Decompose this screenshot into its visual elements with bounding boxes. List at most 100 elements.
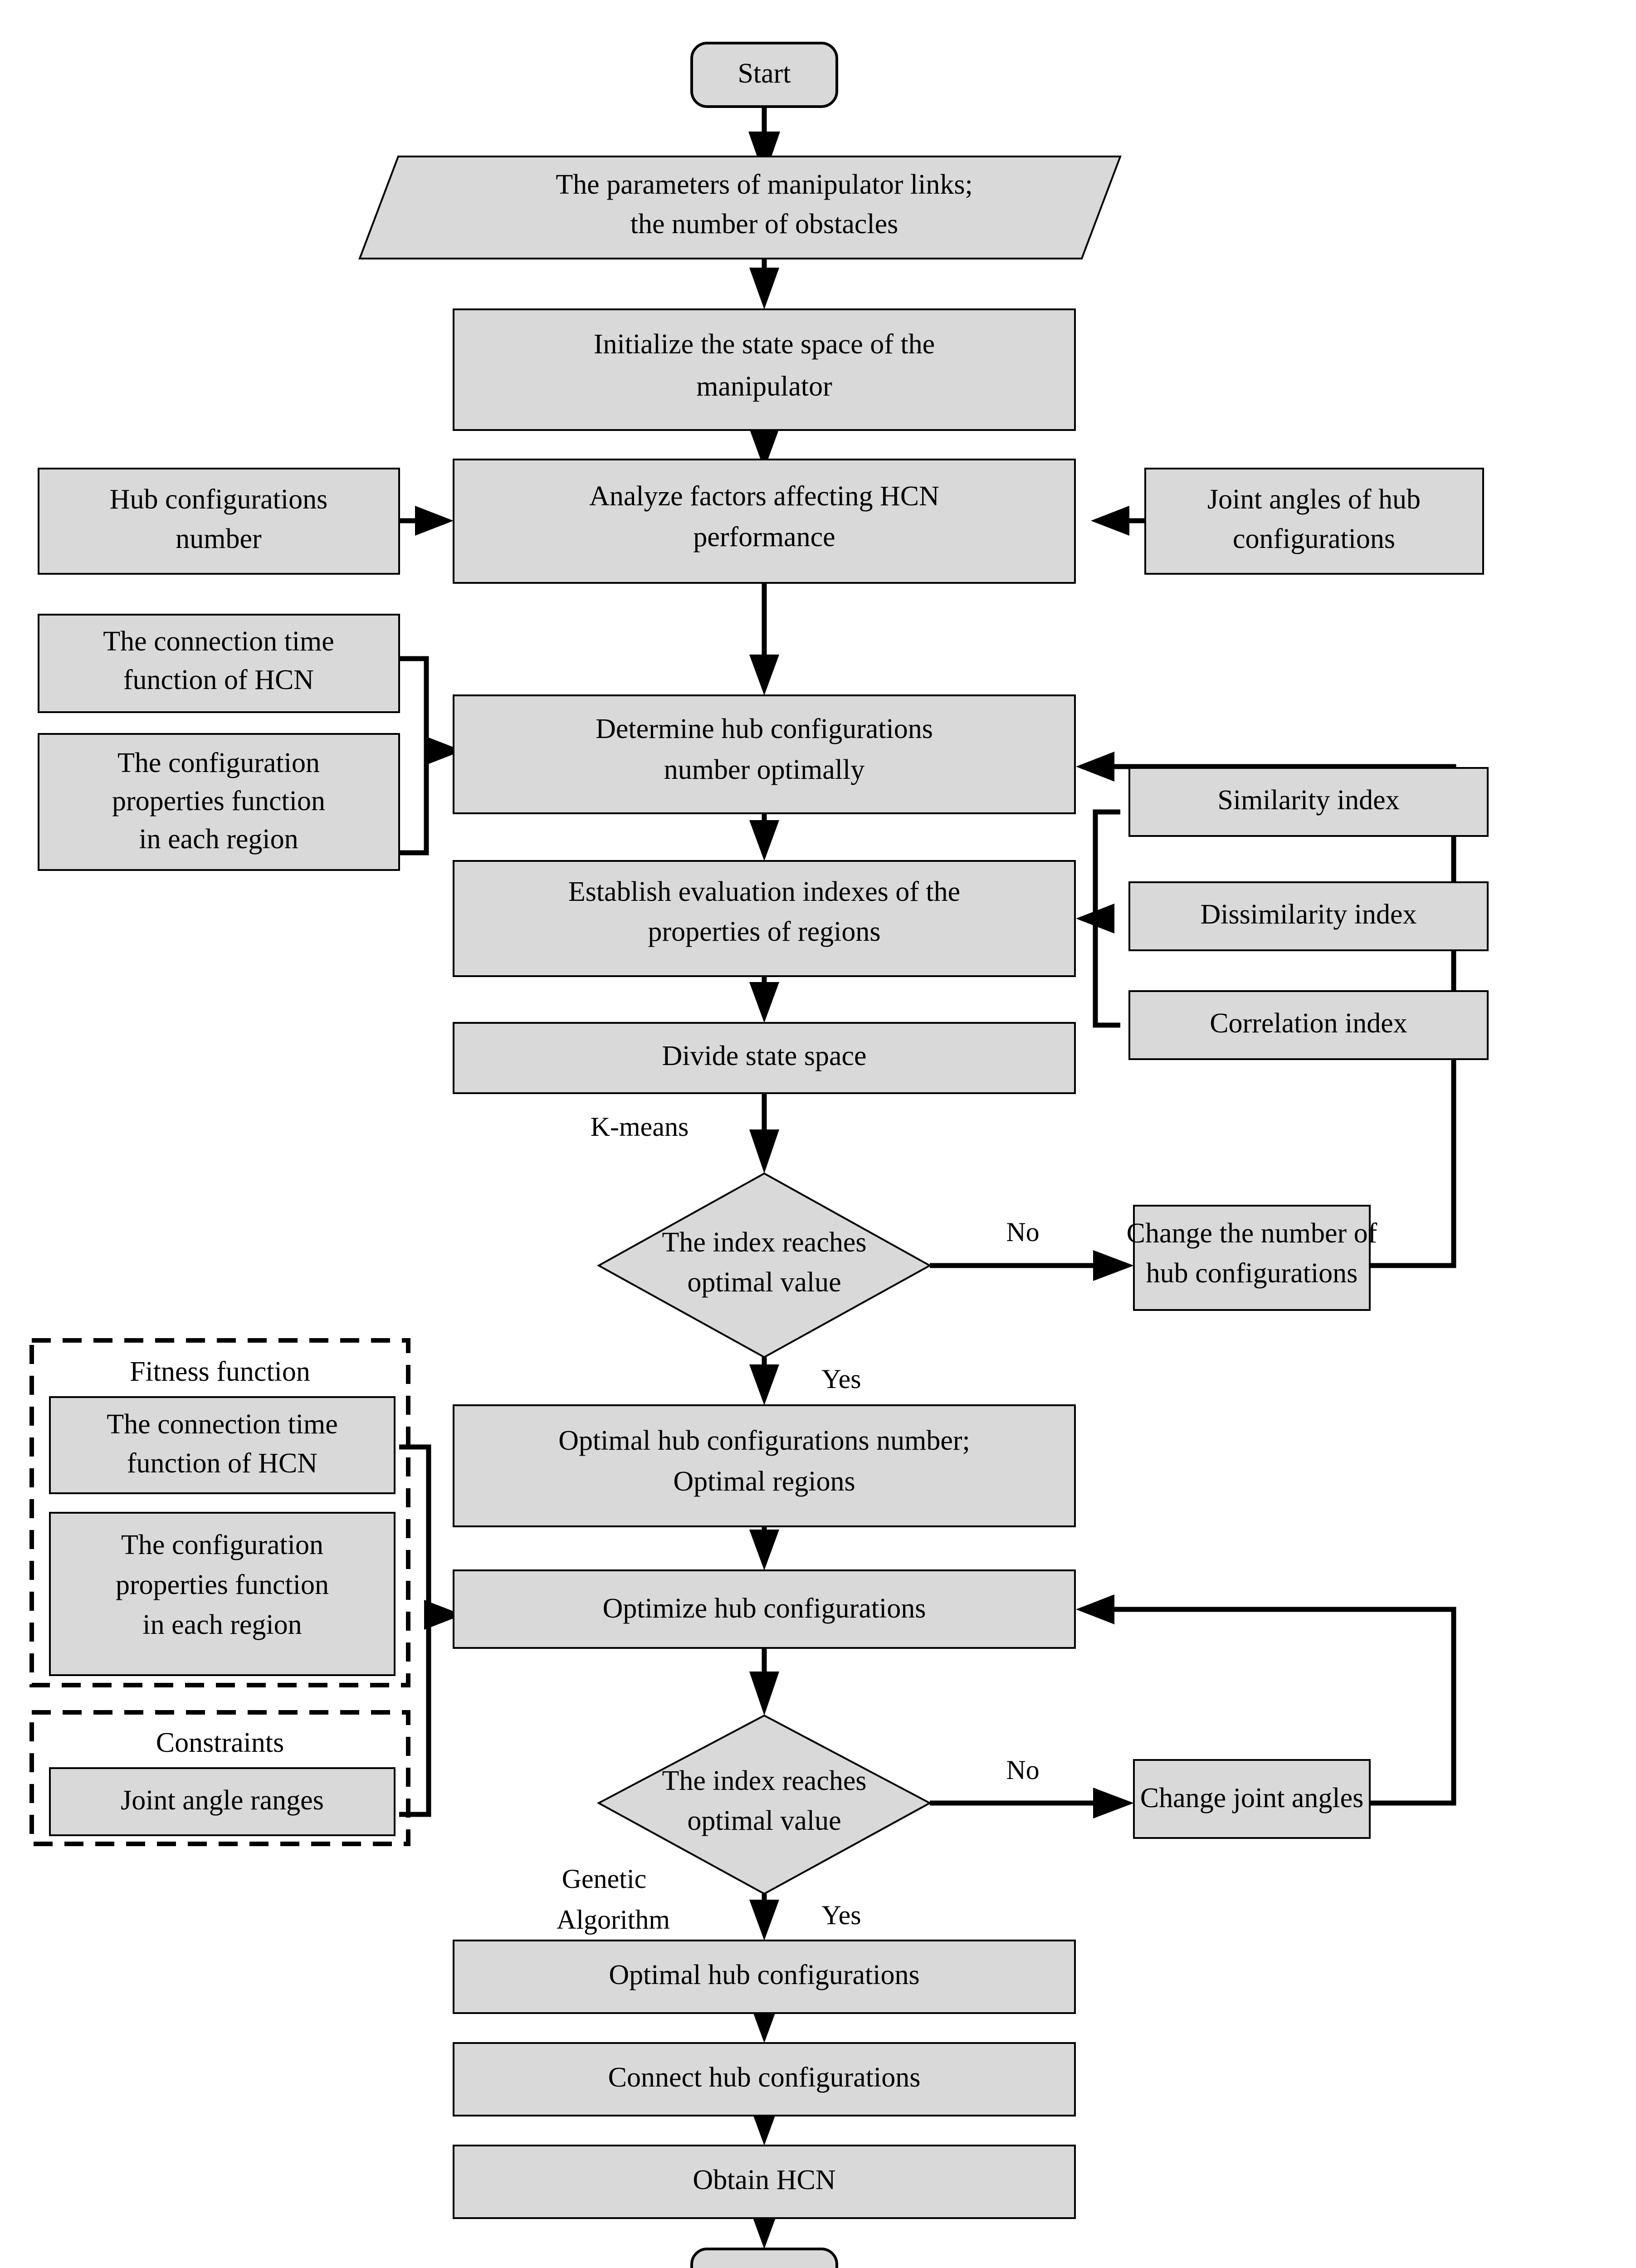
optimal-outputs-line1: Optimal hub configurations number; xyxy=(558,1425,970,1456)
establish-line1: Establish evaluation indexes of the xyxy=(568,876,960,907)
start-shape xyxy=(690,42,838,108)
arrowhead-fitness-to-optimize xyxy=(424,1600,463,1630)
node-hub-configurations-number[interactable]: Hub configurations number xyxy=(38,468,400,575)
node-change-number[interactable]: Change the number of hub configurations xyxy=(1127,1205,1377,1311)
node-initialize[interactable]: Initialize the state space of the manipu… xyxy=(453,308,1076,431)
dissimilarity-index-shape xyxy=(1128,881,1489,951)
end-label: End xyxy=(742,2264,787,2268)
hub-configurations-number-line1: Hub configurations xyxy=(110,484,327,515)
arrowhead-changenumber-loopback xyxy=(1076,752,1114,782)
input-parameters-line2: the number of obstacles xyxy=(630,209,899,240)
hub-configurations-number-shape xyxy=(38,468,400,575)
node-obtain-hcn[interactable]: Obtain HCN xyxy=(453,2145,1076,2219)
node-joint-angles-hub[interactable]: Joint angles of hub configurations xyxy=(1144,468,1484,575)
node-divide[interactable]: Divide state space xyxy=(453,1022,1076,1094)
edge-fitness-bracket xyxy=(399,1444,431,1817)
arrowhead-initialize-to-analyze xyxy=(749,429,779,469)
optimal-outputs-shape xyxy=(453,1404,1076,1527)
node-joint-angle-ranges[interactable]: Joint angle ranges xyxy=(49,1767,396,1836)
arrowhead-optimize-to-decision2 xyxy=(749,1672,779,1716)
ga-connection-time-line1: The connection time xyxy=(107,1409,338,1440)
decision-kmeans-line2: optimal value xyxy=(687,1267,841,1298)
start-label: Start xyxy=(737,58,791,89)
optimal-hub-configurations-shape xyxy=(453,1940,1076,2014)
similarity-index-label: Similarity index xyxy=(1217,785,1399,816)
constraints-group-label: Constraints xyxy=(156,1727,284,1758)
change-joint-angles-shape xyxy=(1133,1759,1371,1839)
analyze-line1: Analyze factors affecting HCN xyxy=(589,481,939,512)
node-start[interactable]: Start xyxy=(690,42,838,108)
determine-line1: Determine hub configurations xyxy=(596,714,933,744)
determine-line2: number optimally xyxy=(664,754,865,785)
arrowhead-analyze-to-determine xyxy=(749,655,779,695)
obtain-hcn-shape xyxy=(453,2145,1076,2219)
initialize-shape xyxy=(453,308,1076,431)
arrowhead-decision2-yes xyxy=(749,1900,779,1941)
arrowhead-outputs-to-optimize xyxy=(749,1530,779,1570)
node-input-parameters[interactable]: The parameters of manipulator links; the… xyxy=(358,156,1122,259)
arrowhead-decision1-no xyxy=(1093,1250,1134,1281)
arrowhead-divide-to-decision1 xyxy=(749,1129,779,1173)
node-decision-kmeans[interactable]: The index reaches optimal value xyxy=(596,1172,932,1359)
edge-label-ga-yes: Yes xyxy=(821,1900,861,1930)
establish-shape xyxy=(453,860,1076,977)
arrowhead-changejoint-loopback xyxy=(1076,1594,1114,1624)
connection-time-function-shape xyxy=(38,614,400,713)
connection-time-function-line2: function of HCN xyxy=(123,665,314,695)
node-determine[interactable]: Determine hub configurations number opti… xyxy=(453,694,1076,814)
edge-label-kmeans-yes: Yes xyxy=(821,1364,861,1394)
obtain-hcn-label: Obtain HCN xyxy=(693,2165,835,2195)
node-correlation-index[interactable]: Correlation index xyxy=(1128,990,1489,1060)
node-change-joint-angles[interactable]: Change joint angles xyxy=(1133,1759,1371,1839)
config-properties-function-line3: in each region xyxy=(139,824,298,855)
initialize-line1: Initialize the state space of the xyxy=(594,329,935,360)
edge-label-ga-no: No xyxy=(1006,1755,1039,1785)
arrowhead-start-to-input xyxy=(748,132,780,177)
decision-ga-shape xyxy=(596,1714,932,1895)
node-end[interactable]: End xyxy=(690,2248,838,2268)
ga-config-properties-line3: in each region xyxy=(142,1609,302,1640)
node-ga-connection-time-function[interactable]: The connection time function of HCN xyxy=(49,1396,396,1494)
connect-hub-configurations-shape xyxy=(453,2042,1076,2116)
node-connect-hub-configurations[interactable]: Connect hub configurations xyxy=(453,2042,1076,2116)
decision-kmeans-line1: The index reaches xyxy=(662,1227,867,1258)
similarity-index-shape xyxy=(1128,767,1489,837)
change-joint-angles-label: Change joint angles xyxy=(1140,1783,1363,1813)
hub-configurations-number-line2: number xyxy=(176,523,262,554)
arrowhead-input-to-initialize xyxy=(749,268,779,309)
joint-angles-hub-line2: configurations xyxy=(1233,523,1395,554)
connect-hub-configurations-label: Connect hub configurations xyxy=(608,2062,921,2093)
input-parameters-line1: The parameters of manipulator links; xyxy=(556,169,972,200)
edge-label-kmeans: K-means xyxy=(591,1112,689,1142)
input-parameters-shape xyxy=(358,156,1122,259)
node-analyze[interactable]: Analyze factors affecting HCN performanc… xyxy=(453,459,1076,584)
ga-config-properties-line1: The configuration xyxy=(121,1530,323,1560)
node-config-properties-function[interactable]: The configuration properties function in… xyxy=(38,733,400,871)
change-number-shape xyxy=(1133,1205,1371,1311)
decision-kmeans-shape xyxy=(596,1172,932,1359)
fitness-function-group-label: Fitness function xyxy=(130,1356,310,1387)
node-decision-ga[interactable]: The index reaches optimal value xyxy=(596,1714,932,1895)
arrowhead-decision1-yes xyxy=(749,1364,779,1405)
arrowhead-establish-to-divide xyxy=(749,982,779,1023)
node-optimal-hub-configurations[interactable]: Optimal hub configurations xyxy=(453,1940,1076,2014)
node-connection-time-function[interactable]: The connection time function of HCN xyxy=(38,614,400,713)
initialize-line2: manipulator xyxy=(696,371,832,402)
ga-config-properties-line2: properties function xyxy=(116,1569,329,1600)
node-similarity-index[interactable]: Similarity index xyxy=(1128,767,1489,837)
analyze-line2: performance xyxy=(693,522,835,552)
node-optimize[interactable]: Optimize hub configurations xyxy=(453,1569,1076,1649)
connection-time-function-line1: The connection time xyxy=(103,626,334,657)
node-ga-config-properties-function[interactable]: The configuration properties function in… xyxy=(49,1512,396,1676)
node-establish[interactable]: Establish evaluation indexes of the prop… xyxy=(453,860,1076,977)
optimal-outputs-line2: Optimal regions xyxy=(673,1466,855,1497)
divide-label: Divide state space xyxy=(662,1041,866,1071)
correlation-index-label: Correlation index xyxy=(1210,1008,1407,1039)
edge-label-kmeans-no: No xyxy=(1006,1217,1039,1247)
node-dissimilarity-index[interactable]: Dissimilarity index xyxy=(1128,881,1489,951)
decision-ga-line2: optimal value xyxy=(687,1805,841,1836)
dashed-groups xyxy=(29,1338,410,1846)
node-optimal-outputs[interactable]: Optimal hub configurations number; Optim… xyxy=(453,1404,1076,1527)
